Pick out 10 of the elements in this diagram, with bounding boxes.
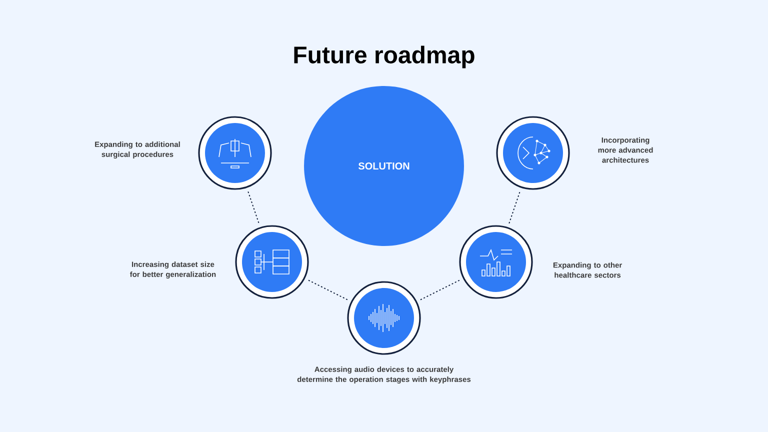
title: Future roadmap	[294, 46, 474, 68]
icon-circle	[198, 116, 272, 190]
icon-circle	[235, 225, 309, 299]
icon-circle	[496, 116, 570, 190]
dotted-connector	[508, 191, 520, 224]
icon-circle	[459, 225, 533, 299]
dotted-connector	[248, 191, 260, 224]
icon-circle	[347, 281, 421, 355]
dotted-connector	[420, 280, 460, 300]
dotted-connector	[308, 280, 348, 300]
